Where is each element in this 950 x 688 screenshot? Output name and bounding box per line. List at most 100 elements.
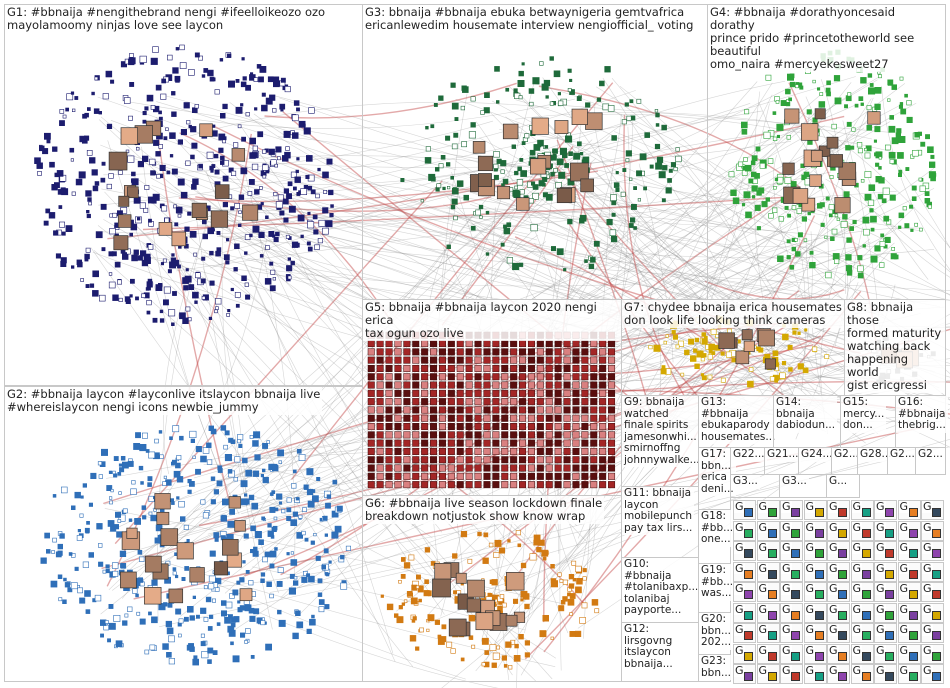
node bbox=[909, 529, 918, 538]
small-group-box: G bbox=[898, 623, 921, 643]
small-group-box: G bbox=[804, 521, 827, 541]
small-group-label: G bbox=[899, 665, 910, 677]
small-group-label: G bbox=[805, 501, 816, 513]
small-group-label: G bbox=[899, 645, 910, 657]
node bbox=[744, 672, 753, 681]
node bbox=[791, 631, 800, 640]
group-panel-g32: G3... bbox=[779, 474, 827, 498]
small-group-box: G bbox=[780, 500, 803, 520]
node bbox=[768, 590, 777, 599]
node bbox=[909, 590, 918, 599]
node bbox=[932, 570, 941, 579]
small-group-box: G bbox=[780, 562, 803, 582]
small-group-box: G bbox=[921, 644, 944, 664]
group-panel-g16: G16: #bbnaija thebrig... bbox=[895, 395, 946, 448]
small-group-label: G bbox=[758, 563, 769, 575]
small-group-box: G bbox=[757, 541, 780, 561]
small-group-label: G bbox=[734, 624, 745, 636]
group-label-g7: G7: chydee bbnaija erica housemates don … bbox=[622, 300, 844, 328]
small-group-label: G bbox=[922, 563, 933, 575]
node bbox=[909, 611, 918, 620]
node bbox=[791, 529, 800, 538]
small-group-box: G bbox=[921, 664, 944, 684]
small-group-label: G bbox=[828, 604, 839, 616]
small-group-label: G bbox=[758, 665, 769, 677]
small-group-box: G bbox=[780, 664, 803, 684]
group-panel-g17: G17: bbn... erica deni... bbox=[698, 447, 731, 510]
node bbox=[909, 672, 918, 681]
small-group-box: G bbox=[921, 541, 944, 561]
node bbox=[768, 631, 777, 640]
small-group-box: G bbox=[851, 500, 874, 520]
group-label-g21: G21... bbox=[765, 448, 801, 462]
node bbox=[932, 631, 941, 640]
small-group-label: G bbox=[734, 604, 745, 616]
small-group-box: G bbox=[898, 541, 921, 561]
small-group-label: G bbox=[899, 522, 910, 534]
small-group-box: G bbox=[898, 521, 921, 541]
small-group-label: G bbox=[852, 645, 863, 657]
node bbox=[862, 631, 871, 640]
small-group-label: G bbox=[852, 665, 863, 677]
small-group-label: G bbox=[899, 542, 910, 554]
small-group-box: G bbox=[733, 623, 756, 643]
small-group-label: G bbox=[828, 501, 839, 513]
group-panel-g8: G8: bbnaija those formed maturity watchi… bbox=[844, 299, 946, 396]
node bbox=[744, 611, 753, 620]
small-group-box: G bbox=[851, 603, 874, 623]
small-group-box: G bbox=[851, 562, 874, 582]
group-panel-g6: G6: #bbnaija live season lockdown finale… bbox=[362, 495, 622, 682]
node bbox=[862, 652, 871, 661]
small-group-label: G bbox=[805, 604, 816, 616]
small-group-box: G bbox=[898, 644, 921, 664]
small-group-box: G bbox=[921, 521, 944, 541]
node bbox=[815, 549, 824, 558]
small-group-label: G bbox=[758, 522, 769, 534]
small-group-label: G bbox=[734, 522, 745, 534]
small-group-label: G bbox=[922, 522, 933, 534]
node bbox=[744, 508, 753, 517]
group-panel-g33: G... bbox=[826, 474, 860, 498]
small-group-box: G bbox=[921, 623, 944, 643]
small-group-box: G bbox=[827, 500, 850, 520]
node bbox=[838, 508, 847, 517]
small-group-box: G bbox=[733, 582, 756, 602]
small-group-box: G bbox=[780, 623, 803, 643]
small-group-label: G bbox=[781, 583, 792, 595]
small-group-box: G bbox=[780, 603, 803, 623]
group-label-g24: G24... bbox=[799, 448, 835, 462]
small-group-box: G bbox=[898, 603, 921, 623]
group-label-g1: G1: #bbnaija #nengithebrand nengi #ifeel… bbox=[5, 5, 327, 33]
node bbox=[815, 631, 824, 640]
group-label-g5: G5: bbnaija #bbnaija laycon 2020 nengi e… bbox=[363, 300, 621, 341]
node bbox=[815, 529, 824, 538]
small-group-label: G bbox=[922, 665, 933, 677]
node bbox=[909, 549, 918, 558]
small-group-label: G bbox=[922, 624, 933, 636]
node bbox=[768, 508, 777, 517]
small-group-label: G bbox=[899, 563, 910, 575]
small-group-box: G bbox=[874, 500, 897, 520]
small-group-box: G bbox=[804, 644, 827, 664]
small-group-label: G bbox=[875, 501, 886, 513]
small-group-label: G bbox=[734, 645, 745, 657]
group-label-g20: G20: bbn... 202... bbox=[699, 613, 733, 650]
small-group-label: G bbox=[758, 624, 769, 636]
node bbox=[838, 631, 847, 640]
small-group-box: G bbox=[804, 623, 827, 643]
small-group-label: G bbox=[922, 501, 933, 513]
node bbox=[862, 508, 871, 517]
small-group-label: G bbox=[875, 665, 886, 677]
small-group-box: G bbox=[827, 623, 850, 643]
group-label-g13: G13: #bbnaija ebukaparody housemates... bbox=[699, 396, 777, 444]
group-label-g22: G22... bbox=[731, 448, 767, 462]
node bbox=[768, 672, 777, 681]
small-group-box: G bbox=[851, 664, 874, 684]
node bbox=[768, 570, 777, 579]
small-group-label: G bbox=[852, 563, 863, 575]
node bbox=[815, 590, 824, 599]
node bbox=[862, 570, 871, 579]
small-group-label: G bbox=[852, 522, 863, 534]
small-group-box: G bbox=[827, 582, 850, 602]
node bbox=[885, 508, 894, 517]
